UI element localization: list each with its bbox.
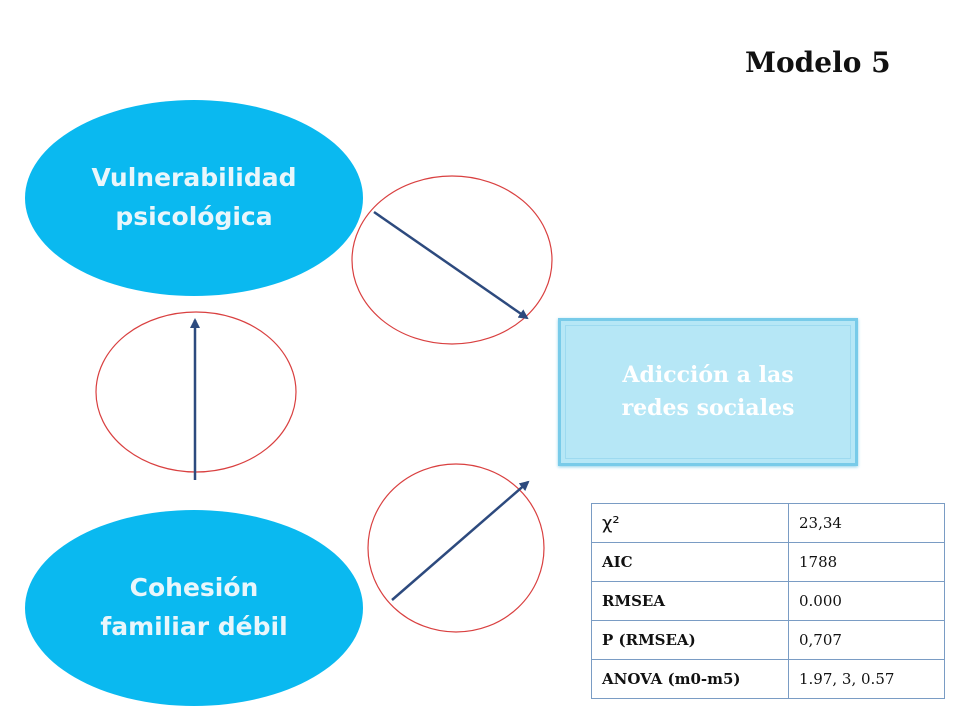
node-adiccion-redes-sociales: Adicción a las redes sociales [558,318,858,466]
highlight-circle-bottom [367,463,545,633]
arrow-vulnerabilidad-to-adiccion [373,210,529,320]
table-row: RMSEA 0.000 [591,581,945,621]
node-vulnerabilidad-psicologica: Vulnerabilidad psicológica [25,100,363,296]
highlight-circle-top [351,175,553,345]
stat-label: RMSEA [591,581,789,621]
stat-value: 0.000 [788,581,945,621]
node-cohesion-familiar-debil: Cohesión familiar débil [25,510,363,706]
node-label-line2: redes sociales [621,395,795,421]
node-label-line1: Cohesión [129,573,259,603]
node-label-line2: psicológica [115,202,273,231]
stat-value: 0,707 [788,620,945,660]
arrow-cohesion-to-adiccion [391,480,530,601]
page-title: Modelo 5 [745,46,891,79]
table-row: P (RMSEA) 0,707 [591,620,945,660]
stat-value: 1788 [788,542,945,582]
node-label-line1: Vulnerabilidad [91,163,297,193]
stat-value: 1.97, 3, 0.57 [788,659,945,699]
table-row: ANOVA (m0-m5) 1.97, 3, 0.57 [591,659,945,699]
node-label-line2: familiar débil [100,612,288,641]
table-row: AIC 1788 [591,542,945,582]
stat-label: AIC [591,542,789,582]
stat-value: 23,34 [788,503,945,543]
stat-label: ANOVA (m0-m5) [591,659,789,699]
stat-label: χ² [591,503,789,543]
fit-statistics-table: χ² 23,34 AIC 1788 RMSEA 0.000 P (RMSEA) … [591,503,945,699]
stat-label: P (RMSEA) [591,620,789,660]
table-row: χ² 23,34 [591,503,945,543]
node-label-line1: Adicción a las [622,362,794,388]
